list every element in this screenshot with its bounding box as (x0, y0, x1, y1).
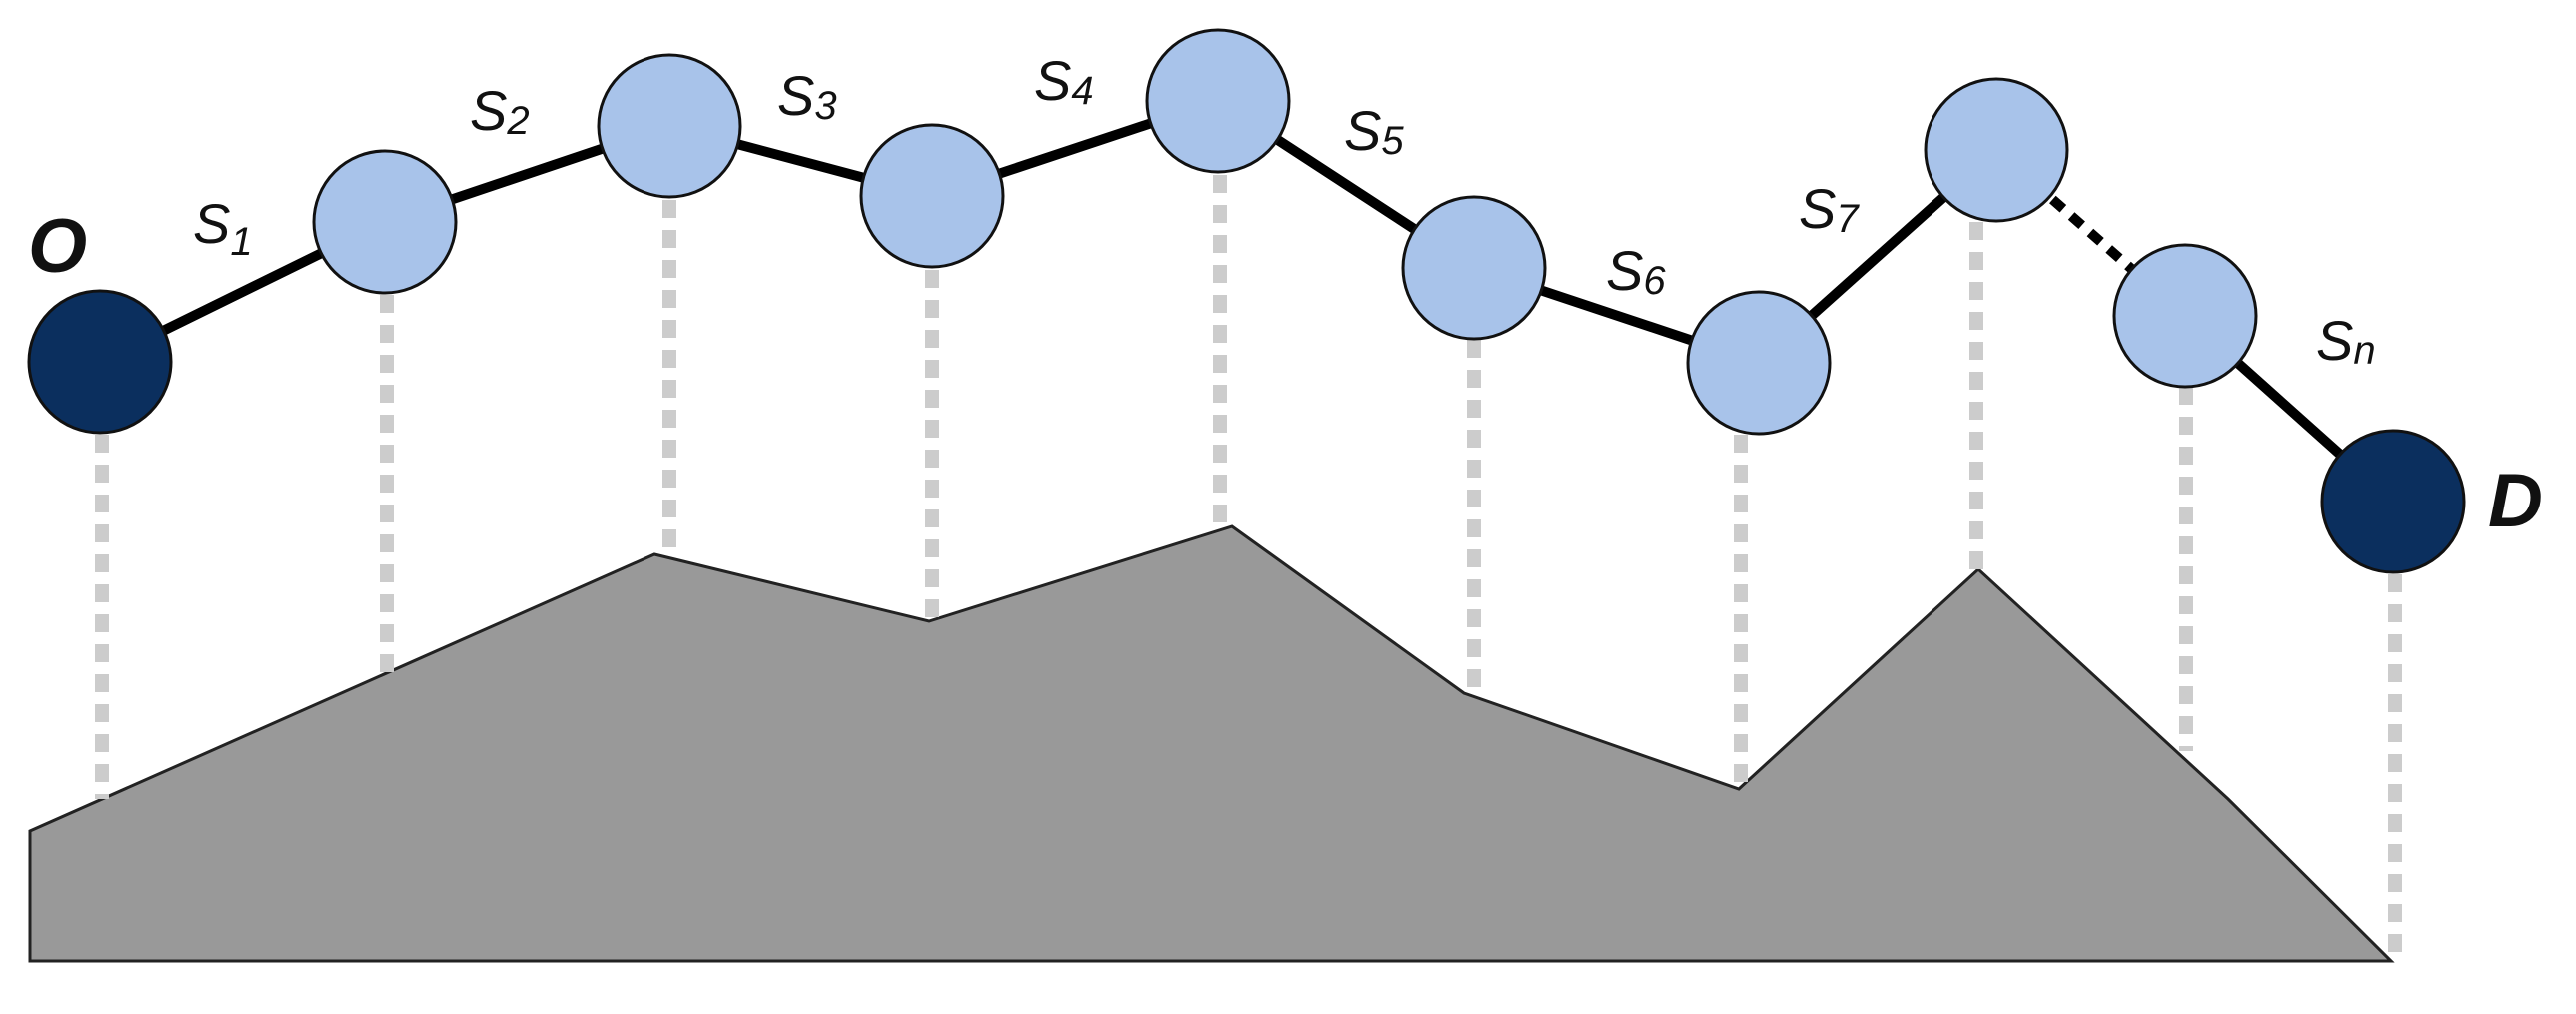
waypoint-node-1 (312, 149, 458, 295)
route-nodes (27, 28, 2466, 574)
waypoint-node-2 (597, 53, 742, 199)
destination-node (2320, 429, 2466, 574)
segment-label-6: S6 (1606, 239, 1666, 303)
segment-label-n: Sn (2316, 309, 2376, 373)
origin-label: O (28, 204, 87, 289)
segment-label-7: S7 (1799, 177, 1860, 241)
waypoint-node-8 (2112, 243, 2258, 389)
waypoint-node-3 (859, 123, 1005, 269)
waypoint-node-6 (1686, 290, 1832, 436)
segment-label-4: S4 (1034, 49, 1094, 113)
vertical-guides (95, 175, 2402, 961)
waypoint-node-4 (1145, 28, 1291, 174)
terrain-profile (28, 524, 2395, 963)
origin-node (27, 289, 173, 435)
destination-label: D (2488, 459, 2543, 543)
segment-label-5: S5 (1344, 99, 1404, 163)
segment-label-1: S1 (193, 192, 253, 264)
waypoint-node-5 (1401, 195, 1547, 341)
segment-label-2: S2 (470, 79, 530, 143)
segment-label-3: S3 (777, 64, 837, 128)
waypoint-node-7 (1924, 77, 2069, 223)
